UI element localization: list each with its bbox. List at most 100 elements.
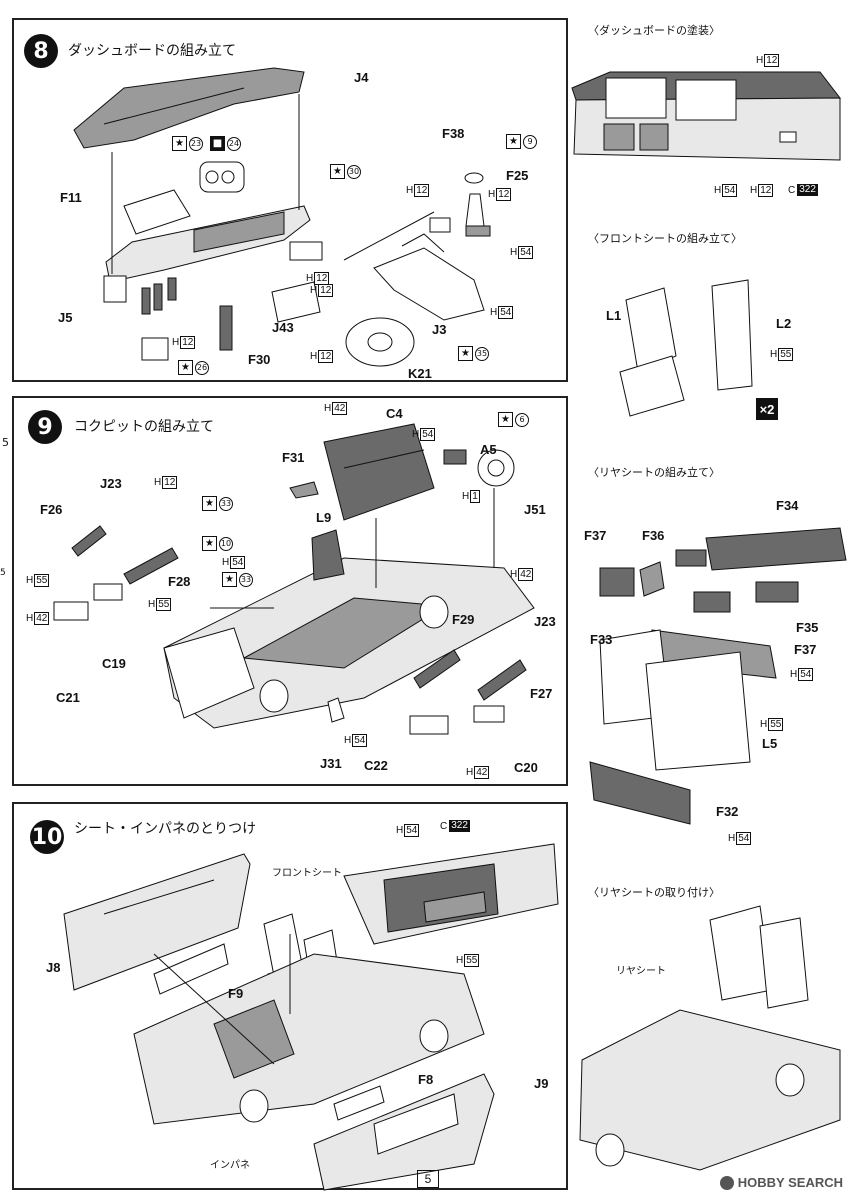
- star-marker: ★30: [330, 164, 361, 179]
- edge-mark: 5: [0, 568, 6, 578]
- step-9-panel: 9 コクピットの組み立て C4 A5 J51 F31: [12, 396, 568, 786]
- front-seat-assembly-title: 〈フロントシートの組み立て〉: [588, 232, 742, 245]
- step-8-illustration: [73, 67, 491, 367]
- star-marker: ★33: [222, 572, 253, 587]
- part-label: J4: [354, 70, 369, 85]
- part-label: C21: [56, 690, 80, 705]
- part-label: F11: [60, 190, 82, 205]
- instrument-panel-label: インパネ: [210, 1160, 250, 1171]
- part-label: C4: [386, 406, 403, 421]
- part-label: F28: [168, 574, 191, 589]
- part-label: F25: [506, 168, 529, 183]
- part-label: J3: [432, 322, 447, 337]
- times-two-icon: ×2: [756, 398, 778, 420]
- part-label: F30: [248, 352, 271, 367]
- part-label: F36: [642, 528, 665, 543]
- rear-seat-label: リヤシート: [616, 966, 666, 977]
- part-label: F27: [530, 686, 553, 701]
- star-marker: ★33: [202, 496, 233, 511]
- star-marker: ★9: [506, 134, 537, 149]
- part-label: L1: [606, 308, 622, 323]
- part-label: K21: [408, 366, 432, 381]
- part-label: C20: [514, 760, 538, 775]
- step-title: ダッシュボードの組み立て: [68, 43, 236, 59]
- part-label: F31: [282, 450, 305, 465]
- watermark-logo-icon: [719, 1175, 734, 1190]
- part-label: J51: [524, 502, 546, 517]
- star-marker: ★35: [458, 346, 489, 361]
- part-label: J23: [100, 476, 122, 491]
- part-label: L2: [776, 316, 792, 331]
- part-label: A5: [480, 442, 497, 457]
- part-label: F9: [228, 986, 244, 1001]
- step-title: コクピットの組み立て: [74, 419, 214, 435]
- step-number: 10: [30, 820, 64, 854]
- part-label: F33: [590, 632, 613, 647]
- step-10-illustration: [63, 843, 559, 1191]
- part-label: F29: [452, 612, 475, 627]
- part-label: L9: [316, 510, 332, 525]
- part-label: F37: [584, 528, 607, 543]
- part-label: F38: [442, 126, 465, 141]
- part-label: J31: [320, 756, 342, 771]
- part-label: L5: [762, 736, 778, 751]
- part-label: J23: [534, 614, 556, 629]
- part-label: F34: [776, 498, 799, 513]
- step-9-illustration: [53, 423, 535, 735]
- step-number: 8: [24, 34, 58, 68]
- part-label: C19: [102, 656, 126, 671]
- decal-marker: ■24: [210, 136, 241, 151]
- star-marker: ★6: [498, 412, 529, 427]
- part-label: F37: [794, 642, 817, 657]
- part-label: C22: [364, 758, 388, 773]
- part-label: J43: [272, 320, 294, 335]
- step-10-panel: 10 シート・インパネのとりつけ J8 F9 F8 J9 フロントシート インパ…: [12, 802, 568, 1191]
- part-label: J8: [46, 960, 61, 975]
- rear-seat-assembly-title: 〈リヤシートの組み立て〉: [588, 466, 720, 479]
- step-number: 9: [28, 410, 62, 444]
- part-label: F35: [796, 620, 819, 635]
- part-label: F26: [40, 502, 63, 517]
- watermark: HOBBY SEARCH: [719, 1175, 843, 1190]
- part-label: F32: [716, 804, 739, 819]
- step-8-panel: 8 ダッシュボードの組み立て: [12, 18, 568, 382]
- star-marker: ★26: [178, 360, 209, 375]
- part-label: J5: [58, 310, 73, 325]
- star-marker: ★23: [172, 136, 203, 151]
- part-label: F8: [418, 1072, 434, 1087]
- part-label: J9: [534, 1076, 549, 1091]
- step-title: シート・インパネのとりつけ: [74, 821, 257, 837]
- star-marker: ★10: [202, 536, 233, 551]
- edge-mark: 5: [2, 436, 9, 449]
- rear-seat-mount-title: 〈リヤシートの取り付け〉: [588, 886, 720, 899]
